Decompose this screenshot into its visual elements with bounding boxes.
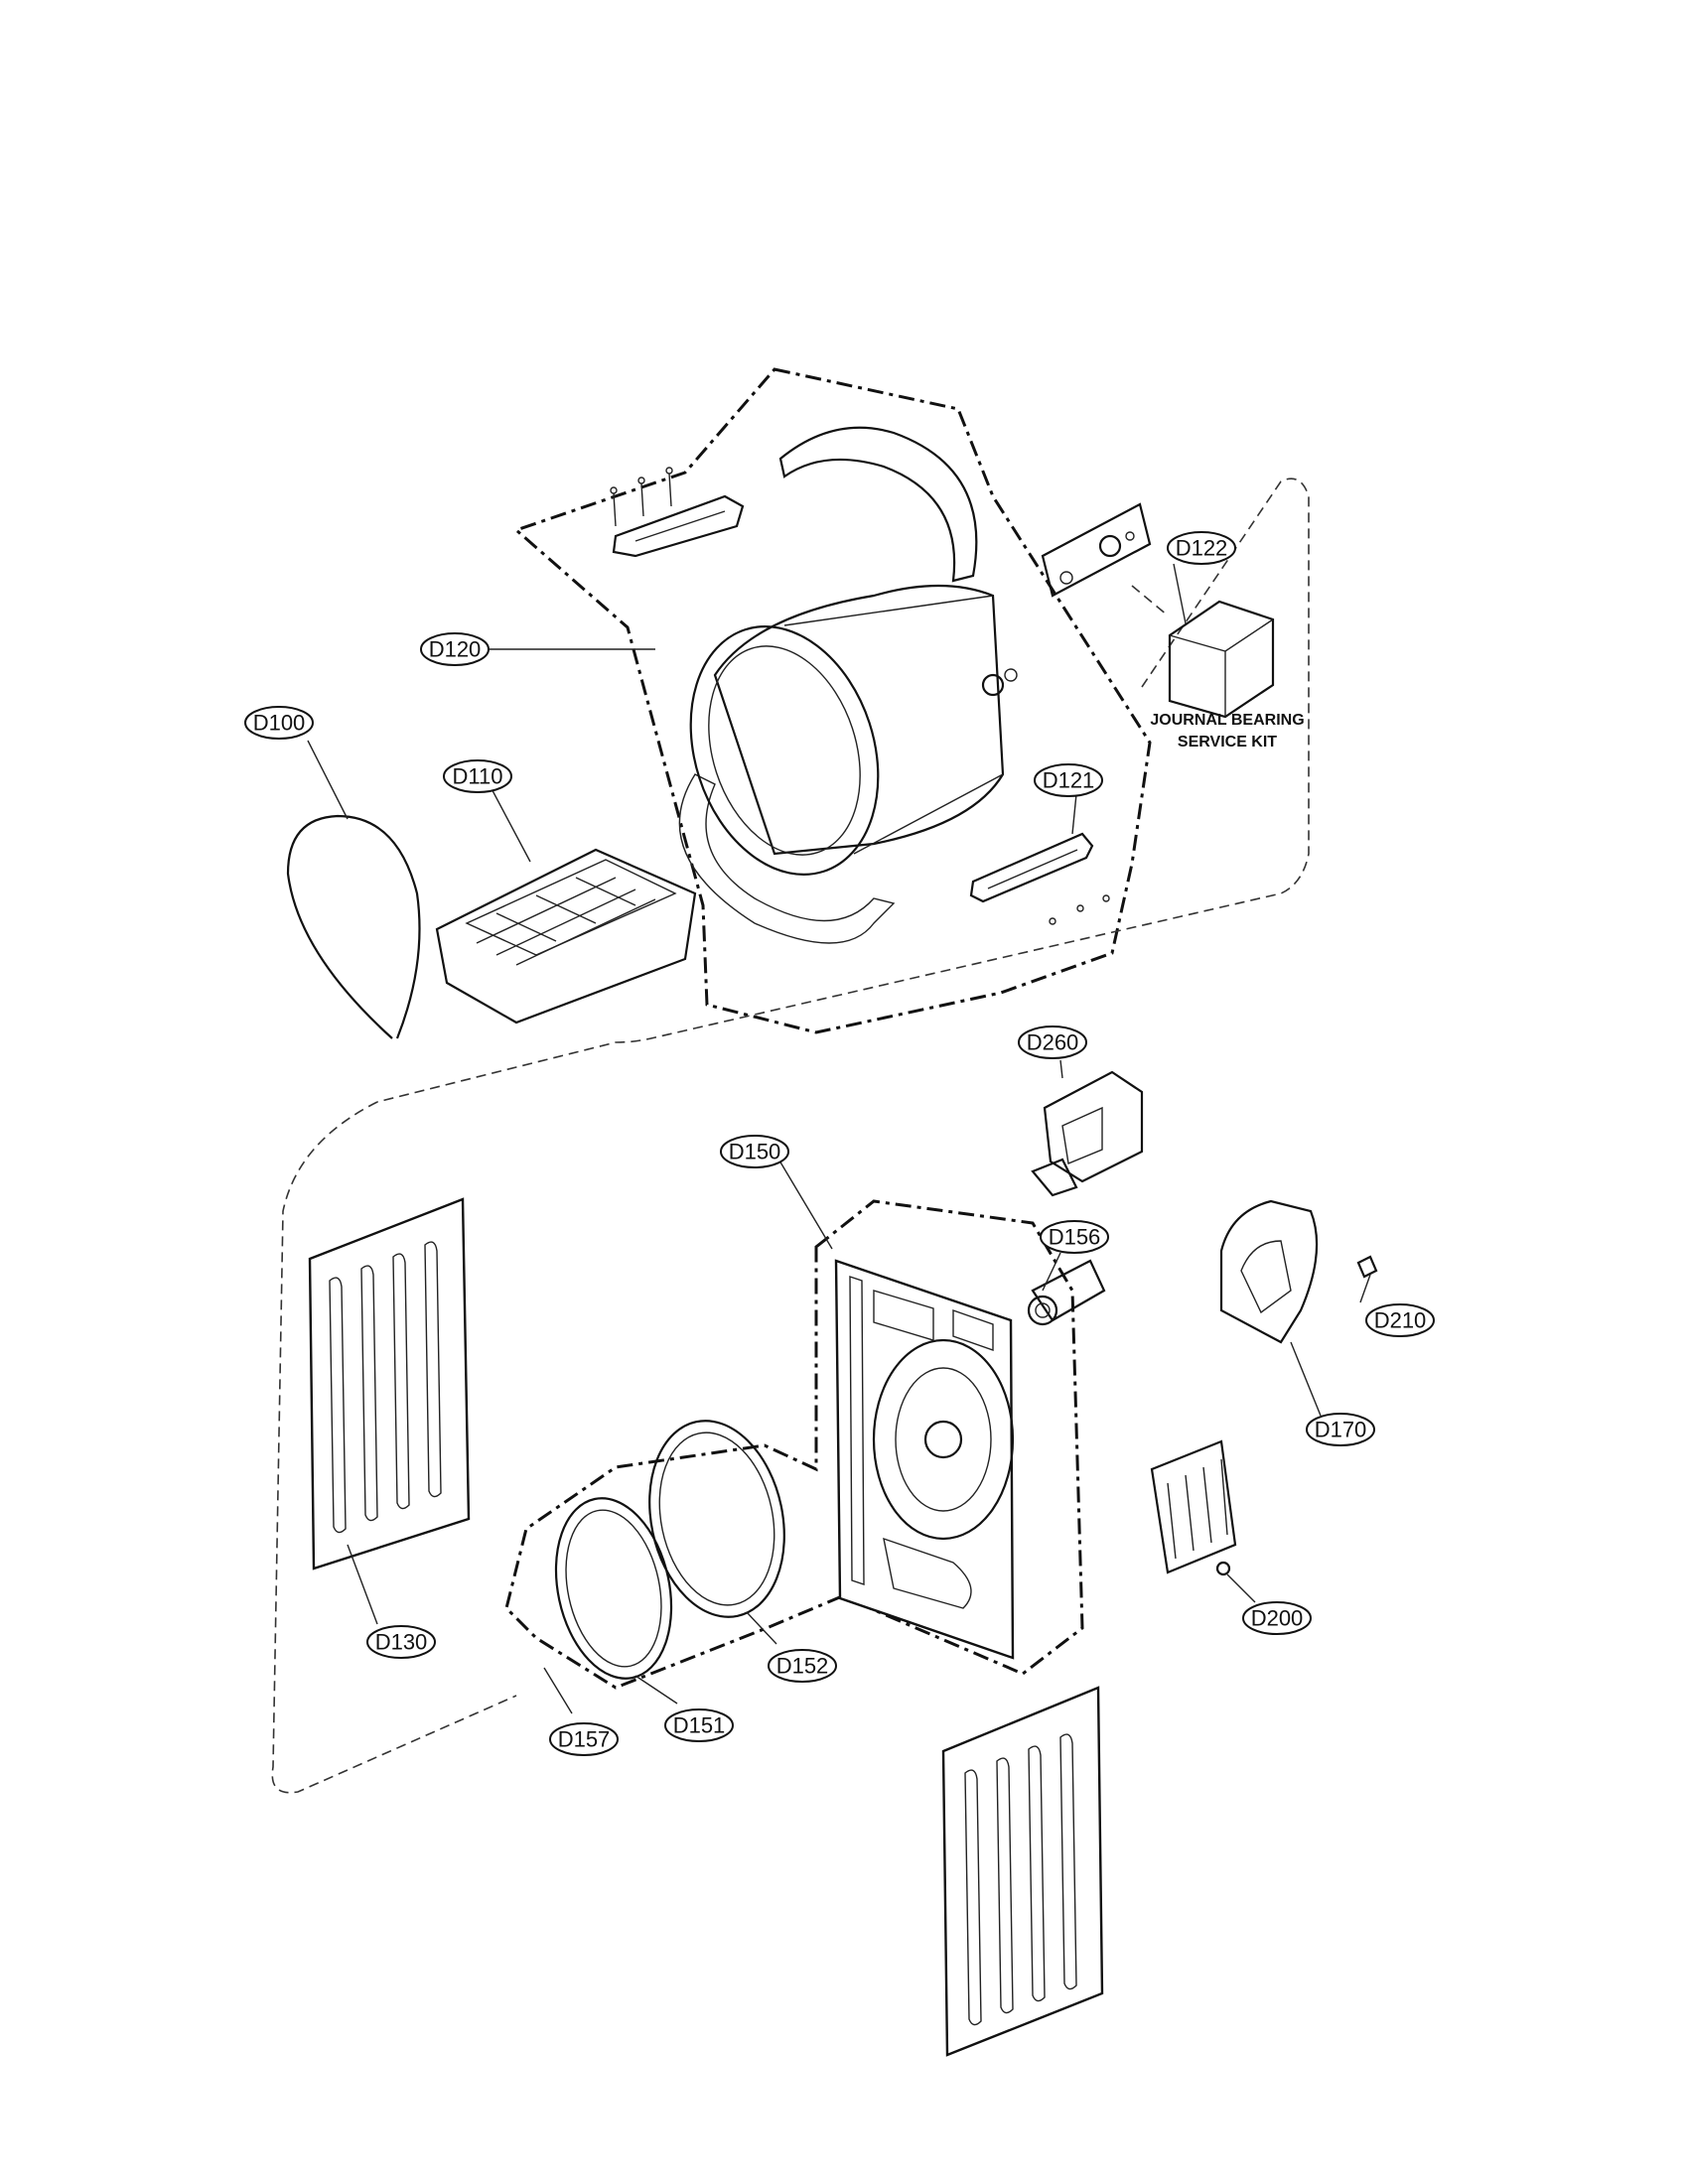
side-panel-right [941, 1686, 1104, 2057]
callout-d156: D156 [1040, 1220, 1109, 1254]
svg-text:D170: D170 [1315, 1418, 1367, 1442]
callout-d150: D150 [720, 1135, 789, 1168]
upper-assembly-boundary [376, 478, 1310, 1103]
heater-duct [1219, 1199, 1319, 1344]
heater-assembly [1150, 1439, 1237, 1576]
svg-text:D210: D210 [1374, 1308, 1427, 1333]
drum [689, 584, 1018, 876]
callout-d157: D157 [549, 1722, 619, 1756]
drum-baffle-lower [969, 832, 1110, 925]
callout-d120: D120 [420, 632, 490, 666]
lint-filter-housing [435, 848, 697, 1024]
bulkhead-duct [1027, 1259, 1106, 1326]
callout-d200: D200 [1242, 1601, 1312, 1635]
callout-d130: D130 [366, 1625, 436, 1659]
service-kit-note-line2: SERVICE KIT [1178, 734, 1277, 751]
callout-d110: D110 [443, 759, 512, 793]
svg-text:D156: D156 [1049, 1225, 1101, 1250]
bearing-bracket [1041, 502, 1169, 616]
lower-assembly-boundary [271, 1101, 517, 1794]
door-seal [286, 814, 421, 1039]
svg-text:D100: D100 [253, 711, 306, 736]
svg-text:D150: D150 [729, 1140, 781, 1164]
door-ring-outer [648, 1420, 785, 1618]
drum-group-outline [513, 367, 1152, 1034]
svg-text:D151: D151 [673, 1713, 726, 1738]
callout-d100: D100 [244, 706, 314, 740]
svg-text:D260: D260 [1027, 1030, 1079, 1055]
svg-text:D122: D122 [1176, 536, 1228, 561]
callout-d121: D121 [1034, 763, 1103, 797]
front-panel-group-outline [504, 1199, 1084, 1690]
callout-d210: D210 [1365, 1303, 1435, 1337]
callout-d122: D122 [1167, 531, 1236, 565]
front-frame [834, 1259, 1015, 1660]
drum-belt [778, 426, 978, 583]
svg-text:D120: D120 [429, 637, 482, 662]
svg-text:D110: D110 [453, 764, 503, 789]
door-ring-inner [554, 1497, 673, 1680]
drum-baffle-upper [610, 467, 745, 558]
svg-text:D200: D200 [1251, 1606, 1304, 1631]
drum-belt-lower [678, 773, 896, 944]
service-kit-note-line1: JOURNAL BEARING [1150, 712, 1304, 729]
thermostat [1356, 1255, 1378, 1279]
svg-text:D157: D157 [558, 1727, 611, 1752]
callout-d152: D152 [768, 1649, 837, 1683]
svg-text:D152: D152 [776, 1654, 829, 1679]
leader-lines [307, 563, 1371, 1714]
exhaust-duct [1031, 1070, 1144, 1197]
svg-text:D130: D130 [375, 1630, 428, 1655]
service-kit-box [1168, 600, 1275, 719]
side-panel-left [308, 1197, 471, 1570]
svg-text:D121: D121 [1043, 768, 1095, 793]
callout-d151: D151 [664, 1708, 734, 1742]
callout-d170: D170 [1306, 1413, 1375, 1446]
callout-d260: D260 [1018, 1025, 1087, 1059]
